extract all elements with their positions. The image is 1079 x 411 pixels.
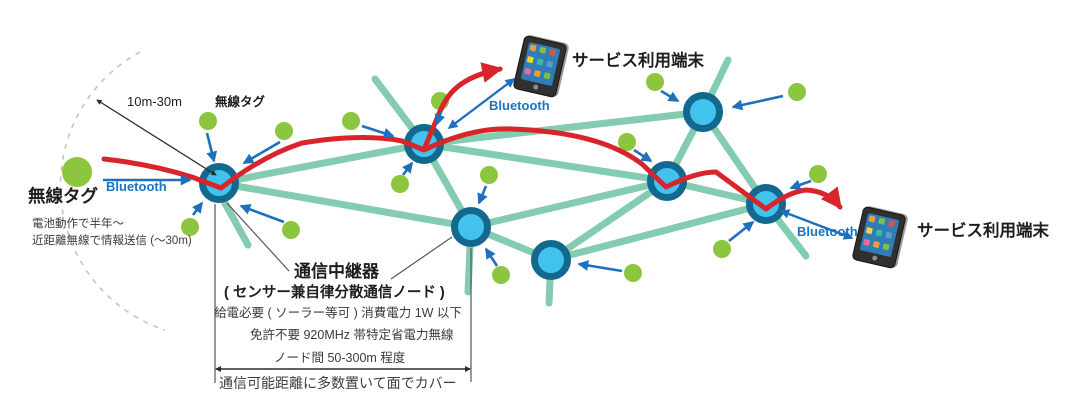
tag-to-node-arrow	[239, 204, 285, 224]
mesh-edge	[420, 108, 707, 148]
tag-to-node-arrow	[633, 148, 653, 163]
bluetooth-label-1: Bluetooth	[106, 179, 167, 194]
tag-to-node-arrow	[205, 132, 218, 163]
repeater-node-n4	[531, 240, 571, 280]
tag-to-node-arrow	[434, 111, 446, 126]
wireless-tag-dot	[480, 166, 498, 184]
wireless-tag-dot	[624, 264, 642, 282]
wireless-tag-label-big: 無線タグ	[28, 186, 98, 206]
wireless-tag-dot	[618, 133, 636, 151]
repeater-note-license: 免許不要 920MHz 帯特定省電力無線	[250, 328, 454, 342]
tablet-home-button	[871, 254, 878, 261]
bluetooth-label-3: Bluetooth	[797, 224, 858, 239]
mesh-edge	[547, 177, 671, 264]
wireless-tag-dot	[713, 240, 731, 258]
tag-to-node-arrow	[191, 201, 204, 216]
bluetooth-arrows	[103, 78, 854, 273]
repeater-title: 通信中継器	[294, 262, 379, 281]
node-distance-label: ノード間 50-300m 程度	[274, 351, 406, 365]
tag-to-node-arrow	[728, 220, 755, 243]
wireless-tag-dot	[62, 157, 92, 187]
wireless-tag-dot	[181, 218, 199, 236]
measurement-lines	[96, 99, 472, 383]
pointer-line	[226, 202, 290, 272]
wireless-tag-dot	[199, 112, 217, 130]
mesh-stub	[217, 192, 252, 249]
mesh-edge	[420, 140, 671, 185]
wireless-tag-label-small: 無線タグ	[215, 95, 266, 109]
tag-to-node-arrow	[484, 247, 499, 267]
bluetooth-double-arrow	[779, 209, 854, 240]
repeater-node-n6	[683, 92, 723, 132]
tablet-home-button	[532, 83, 539, 90]
tag-to-node-arrow	[660, 89, 680, 103]
wireless-tag-dot	[275, 122, 293, 140]
tag-to-node-arrow	[242, 140, 281, 165]
tag-to-node-arrow	[577, 260, 623, 273]
repeater-note-power: 給電必要 ( ソーラー等可 ) 消費電力 1W 以下	[214, 306, 462, 320]
mesh-edge	[547, 200, 770, 264]
pointer-line	[390, 236, 453, 280]
tag-to-node-arrow	[477, 185, 488, 205]
tag-to-node-arrow	[361, 124, 395, 139]
tag-note-battery: 電池動作で半年〜	[32, 218, 124, 230]
tag-to-node-arrow	[731, 94, 784, 111]
repeater-node-n3	[451, 207, 491, 247]
coverage-label: 通信可能距離に多数置いて面でカバー	[219, 375, 457, 391]
wireless-tag-dot	[342, 112, 360, 130]
range-label: 10m-30m	[127, 94, 182, 109]
mesh-edge	[215, 140, 428, 187]
range-measure-arrow	[96, 99, 217, 176]
tag-note-shortrange: 近距離無線で情報送信 (〜30m)	[32, 235, 192, 247]
tablet-screen	[859, 212, 900, 258]
service-terminal-label-1: サービス利用端末	[572, 52, 704, 70]
repeater-node-n7	[746, 184, 786, 224]
tablet-screen	[520, 41, 561, 87]
service-terminal-label-2: サービス利用端末	[917, 222, 1049, 240]
red-data-path	[101, 126, 843, 212]
wireless-tag-dot	[282, 221, 300, 239]
tag-to-node-arrow	[789, 179, 812, 191]
wireless-tag-dot	[391, 175, 409, 193]
wireless-tag-dot	[809, 165, 827, 183]
bluetooth-label-2: Bluetooth	[489, 98, 550, 113]
range-arc	[59, 51, 166, 331]
wireless-tag-dot	[646, 73, 664, 91]
wireless-tag-dot	[492, 266, 510, 284]
repeater-subtitle: ( センサー兼自律分散通信ノード )	[224, 285, 445, 301]
wireless-tag-dot	[788, 83, 806, 101]
tag-to-node-arrow	[401, 161, 414, 176]
mesh-edge	[215, 179, 475, 231]
bluetooth-double-arrow	[447, 78, 516, 129]
mesh-edge	[467, 177, 671, 231]
range-arc	[59, 51, 166, 331]
